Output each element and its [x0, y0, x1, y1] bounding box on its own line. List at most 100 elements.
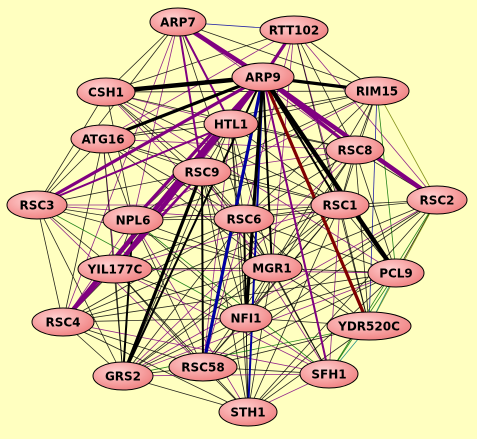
edge-rsc4-sth1 — [62, 321, 249, 413]
node-shape — [406, 185, 468, 215]
node-label: ARP7 — [160, 16, 196, 30]
node-shape — [218, 397, 278, 427]
node-shape — [326, 311, 412, 341]
node-atg16[interactable]: ATG16 — [70, 124, 136, 154]
node-rsc6[interactable]: RSC6 — [213, 204, 275, 234]
node-rsc3[interactable]: RSC3 — [6, 190, 68, 220]
edge-rsc2-rsc58 — [202, 199, 438, 368]
node-label: RTT102 — [269, 24, 319, 38]
edge-rtt102-rsc8 — [293, 29, 356, 151]
edge-npl6-rsc58 — [132, 219, 204, 368]
node-shape — [149, 7, 207, 37]
node-shape — [259, 15, 329, 45]
node-label: CSH1 — [88, 86, 124, 100]
edge-arp9-mgr1 — [262, 76, 273, 269]
edge-ydr520c-grs2 — [122, 325, 370, 377]
edge-yil177c-sth1 — [114, 268, 249, 413]
node-label: STH1 — [230, 406, 265, 420]
edge-rsc6-rsc58 — [202, 218, 245, 368]
edge-rsc1-yil177c — [114, 204, 341, 270]
node-label: NFI1 — [230, 312, 261, 326]
node-arp9[interactable]: ARP9 — [231, 62, 295, 92]
edge-rsc3-grs2 — [36, 204, 124, 377]
node-rim15[interactable]: RIM15 — [344, 76, 410, 106]
edge-yil177c-grs2 — [114, 268, 124, 377]
node-shape — [6, 190, 68, 220]
node-label: YDR520C — [337, 320, 400, 334]
node-shape — [325, 135, 385, 165]
node-pcl9[interactable]: PCL9 — [367, 258, 425, 288]
edge-rsc2-sfh1 — [328, 199, 438, 375]
node-rsc8[interactable]: RSC8 — [325, 135, 385, 165]
edge-mgr1-sfh1 — [271, 267, 330, 375]
edge-rim15-npl6 — [132, 90, 378, 221]
node-label: ARP9 — [245, 71, 281, 85]
edge-rsc6-grs2 — [122, 218, 245, 377]
node-rsc58[interactable]: RSC58 — [168, 352, 238, 382]
node-label: MGR1 — [252, 262, 291, 276]
node-mgr1[interactable]: MGR1 — [241, 253, 303, 283]
edge-npl6-sth1 — [132, 219, 249, 413]
edge-arp9-rsc3 — [36, 75, 264, 207]
edge-arp7-npl6 — [132, 21, 179, 221]
edge-rsc6-rsc4 — [62, 218, 245, 323]
edge-rtt102-rsc2 — [293, 29, 438, 201]
edge-pcl9-rsc58 — [202, 272, 397, 368]
node-shape — [231, 62, 295, 92]
node-nfi1[interactable]: NFI1 — [219, 303, 273, 333]
node-yil177c[interactable]: YIL177C — [77, 254, 153, 284]
node-sfh1[interactable]: SFH1 — [299, 359, 359, 389]
node-csh1[interactable]: CSH1 — [76, 77, 136, 107]
node-rsc4[interactable]: RSC4 — [31, 307, 95, 337]
edge-csh1-rsc3 — [36, 91, 107, 206]
node-arp7[interactable]: ARP7 — [149, 7, 207, 37]
node-shape — [367, 258, 425, 288]
node-npl6[interactable]: NPL6 — [102, 205, 164, 235]
node-label: RSC4 — [45, 316, 80, 330]
node-grs2[interactable]: GRS2 — [92, 361, 154, 391]
node-shape — [299, 359, 359, 389]
node-shape — [92, 361, 154, 391]
edge-arp7-htl1 — [177, 21, 232, 125]
node-shape — [344, 76, 410, 106]
edge-arp9-atg16 — [102, 75, 264, 141]
edge-pcl9-nfi1 — [245, 272, 397, 319]
node-label: ATG16 — [81, 133, 124, 147]
node-rtt102[interactable]: RTT102 — [259, 15, 329, 45]
edge-rim15-rsc2 — [376, 90, 438, 201]
edge-rsc3-rsc58 — [36, 204, 204, 368]
edge-csh1-npl6 — [105, 91, 134, 221]
node-shape — [203, 109, 259, 139]
edge-arp9-sfh1 — [262, 76, 330, 375]
node-rsc1[interactable]: RSC1 — [310, 190, 370, 220]
node-label: RSC6 — [226, 213, 261, 227]
node-label: RSC9 — [184, 166, 219, 180]
node-label: YIL177C — [87, 263, 143, 277]
node-htl1[interactable]: HTL1 — [203, 109, 259, 139]
edge-rim15-ydr520c — [368, 90, 378, 327]
node-label: RSC2 — [419, 194, 454, 208]
node-label: PCL9 — [379, 267, 413, 281]
node-rsc2[interactable]: RSC2 — [406, 185, 468, 215]
node-label: RIM15 — [356, 85, 398, 99]
edge-rtt102-rsc6 — [243, 29, 295, 220]
node-label: HTL1 — [214, 118, 248, 132]
edge-arp9-nfi1 — [244, 76, 265, 319]
node-label: RSC3 — [19, 199, 54, 213]
node-shape — [70, 124, 136, 154]
edge-rsc2-sth1 — [247, 199, 438, 413]
edge-nfi1-sth1 — [245, 317, 249, 413]
node-shape — [168, 352, 238, 382]
edge-csh1-rim15 — [105, 90, 378, 93]
node-rsc9[interactable]: RSC9 — [172, 157, 232, 187]
node-shape — [310, 190, 370, 220]
node-sth1[interactable]: STH1 — [218, 397, 278, 427]
edge-rsc1-sfh1 — [328, 204, 341, 375]
edge-pcl9-rsc4 — [62, 272, 397, 323]
edge-csh1-rsc9 — [105, 91, 203, 173]
node-ydr520c[interactable]: YDR520C — [326, 311, 412, 341]
node-label: GRS2 — [105, 370, 141, 384]
edge-rsc1-grs2 — [122, 204, 341, 377]
node-label: RSC58 — [181, 361, 224, 375]
